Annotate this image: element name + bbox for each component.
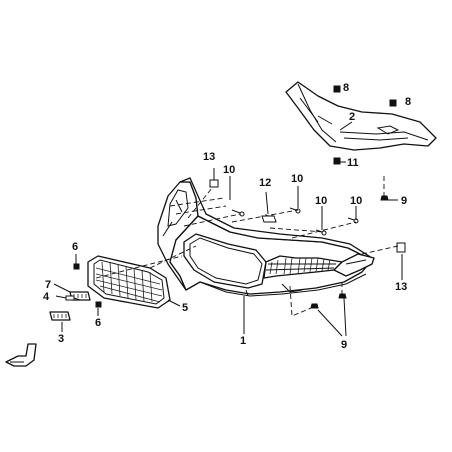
callout-4: 4: [43, 291, 50, 303]
callout-13-top: 13: [203, 151, 215, 163]
callout-7: 7: [45, 279, 51, 291]
nut-part-11: [333, 157, 341, 165]
callout-8-right: 8: [405, 96, 411, 108]
callout-6-top: 6: [72, 241, 78, 253]
clip-part-4: [65, 295, 81, 301]
callout-5: 5: [182, 302, 188, 314]
callout-12: 12: [259, 177, 271, 189]
callout-labels: 8 8 2 11 9 13 10 12 10 10 10 13 6 7 4 6 …: [43, 82, 411, 351]
emblem-part-3: [49, 311, 71, 321]
assembly-lines: [95, 176, 399, 317]
callout-3: 3: [58, 333, 64, 345]
upper-fascia-part: [285, 81, 437, 151]
callout-10-c: 10: [315, 195, 327, 207]
callout-10-d: 10: [350, 195, 362, 207]
front-bumper-part: [157, 177, 375, 297]
callout-10-b: 10: [291, 173, 303, 185]
callout-10-a: 10: [223, 164, 235, 176]
callout-13-right: 13: [395, 281, 407, 293]
callout-2: 2: [349, 111, 355, 123]
front-direction-arrow-icon: [5, 343, 37, 367]
callout-6-bottom: 6: [95, 317, 101, 329]
leader-lines: [53, 87, 403, 337]
front-grille-part: [87, 255, 171, 309]
callout-8-top: 8: [343, 82, 349, 94]
callout-9-right: 9: [401, 195, 407, 207]
callout-9-bottom: 9: [341, 339, 347, 351]
bracket-part-12: [261, 214, 277, 223]
callout-1: 1: [240, 335, 246, 347]
callout-11: 11: [347, 157, 359, 169]
